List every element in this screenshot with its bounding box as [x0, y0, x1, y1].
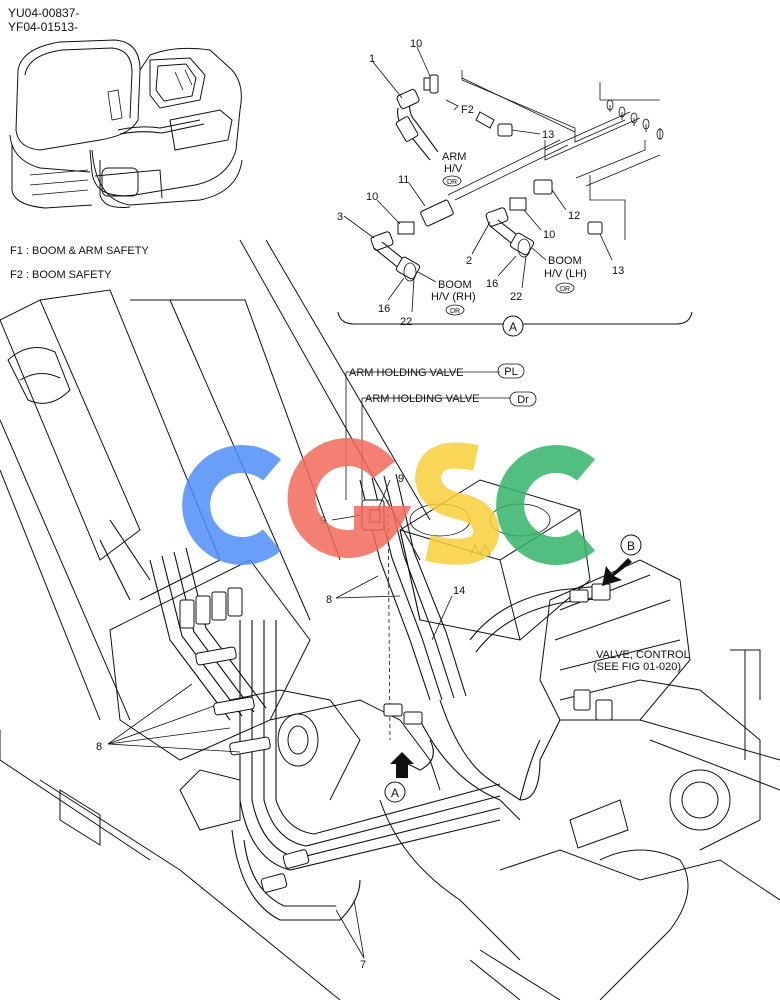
machine-overview-thumbnail [9, 39, 243, 209]
view-a-arrow-icon [390, 752, 414, 778]
view-b-marker: B [627, 539, 635, 553]
detail-arm-hv-line1: ARM [442, 151, 466, 163]
callout-9a: 9 [398, 473, 404, 485]
legend-f1: F1 : BOOM & ARM SAFETY [10, 245, 149, 257]
detail-arm-hv-tag: DR [447, 179, 457, 186]
view-b-arrow-icon [602, 558, 632, 586]
detail-label-13b: 13 [612, 265, 624, 277]
pl-tag: PL [504, 366, 517, 378]
watermark: CGSC [0, 0, 596, 565]
detail-boom-rh-line2: H/V (RH) [431, 291, 476, 303]
detail-arm-hv-line2: H/V [444, 163, 463, 175]
watermark-letter-s [414, 442, 500, 565]
main-assembly-drawing [0, 239, 780, 1000]
arm-holding-valve-dr-label: ARM HOLDING VALVE [365, 393, 480, 405]
legend-f2: F2 : BOOM SAFETY [10, 269, 112, 281]
callout-8-upper: 8 [326, 594, 332, 606]
detail-label-2: 2 [466, 255, 472, 267]
drawing-code-1: YU04-00837- [8, 6, 79, 20]
watermark-letter-c2 [496, 445, 596, 565]
detail-label-22b: 22 [510, 291, 522, 303]
detail-label-22a: 22 [400, 316, 412, 328]
callout-8-left: 8 [96, 741, 102, 753]
detail-label-16a: 16 [378, 303, 390, 315]
detail-label-10c: 10 [543, 229, 555, 241]
detail-label-3: 3 [337, 211, 343, 223]
detail-label-10b: 10 [366, 191, 378, 203]
control-valve-label-line1: VALVE, CONTROL [596, 649, 690, 661]
detail-label-1: 1 [369, 53, 375, 65]
control-valve-label-line2: (SEE FIG 01-020) [593, 661, 681, 673]
drawing-code-2: YF04-01513- [8, 20, 78, 34]
detail-label-16b: 16 [486, 278, 498, 290]
callout-14: 14 [453, 585, 465, 597]
detail-label-11: 11 [398, 174, 409, 186]
dr-tag: Dr [517, 394, 529, 406]
detail-boom-rh-line1: BOOM [438, 279, 472, 291]
detail-view-letter: A [509, 320, 517, 334]
detail-label-12: 12 [568, 210, 580, 222]
arm-holding-valve-pl-label: ARM HOLDING VALVE [349, 367, 464, 379]
detail-label-10a: 10 [410, 38, 422, 50]
detail-boom-lh-line1: BOOM [548, 255, 582, 267]
watermark-letter-c1 [182, 445, 282, 565]
main-callouts: ARM HOLDING VALVE PL ARM HOLDING VALVE D… [96, 363, 690, 971]
detail-view-a: A 1 10 F2 13 ARM H/V [337, 38, 693, 337]
detail-boom-lh-line2: H/V (LH) [544, 268, 587, 280]
watermark-text: CGSC [0, 0, 3, 1]
detail-boom-rh-tag: DR [450, 308, 460, 315]
watermark-letter-g [287, 438, 412, 559]
callout-7: 7 [360, 959, 366, 971]
detail-boom-lh-tag: DR [560, 286, 570, 293]
detail-label-13a: 13 [542, 129, 554, 141]
view-a-marker: A [391, 786, 399, 800]
detail-flag-f2: F2 [461, 104, 474, 116]
